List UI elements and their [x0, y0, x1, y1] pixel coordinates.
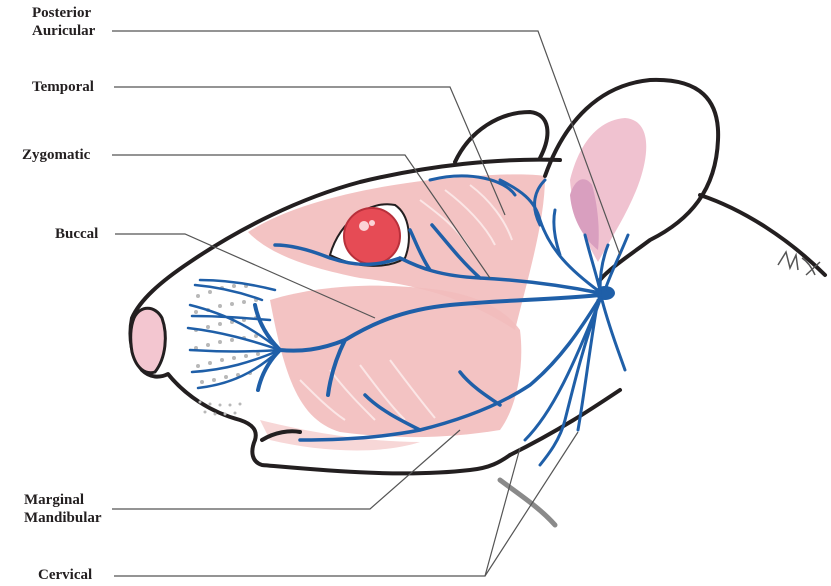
- label-cervical: Cervical: [38, 566, 92, 584]
- leader-cervical-1: [114, 448, 520, 576]
- label-zygomatic: Zygomatic: [22, 146, 90, 164]
- back-outline: [700, 195, 825, 275]
- label-temporal: Temporal: [32, 78, 94, 96]
- leader-cervical-2: [485, 432, 578, 576]
- label-marginal-mandibular: Marginal Mandibular: [24, 491, 102, 527]
- eyeball: [344, 208, 400, 264]
- eye-shine-small: [369, 220, 375, 226]
- label-buccal: Buccal: [55, 225, 98, 243]
- label-marginal-mandibular-line2: Mandibular: [24, 509, 102, 527]
- tail: [500, 480, 555, 525]
- label-posterior-auricular: Posterior Auricular: [32, 4, 95, 40]
- label-marginal-mandibular-line1: Marginal: [24, 491, 102, 509]
- eye-shine: [359, 221, 369, 231]
- nose: [131, 308, 166, 372]
- label-posterior-auricular-line1: Posterior: [32, 4, 95, 22]
- small-ear-outline: [455, 112, 547, 162]
- masseter-muscle: [270, 286, 521, 437]
- label-posterior-auricular-line2: Auricular: [32, 22, 95, 40]
